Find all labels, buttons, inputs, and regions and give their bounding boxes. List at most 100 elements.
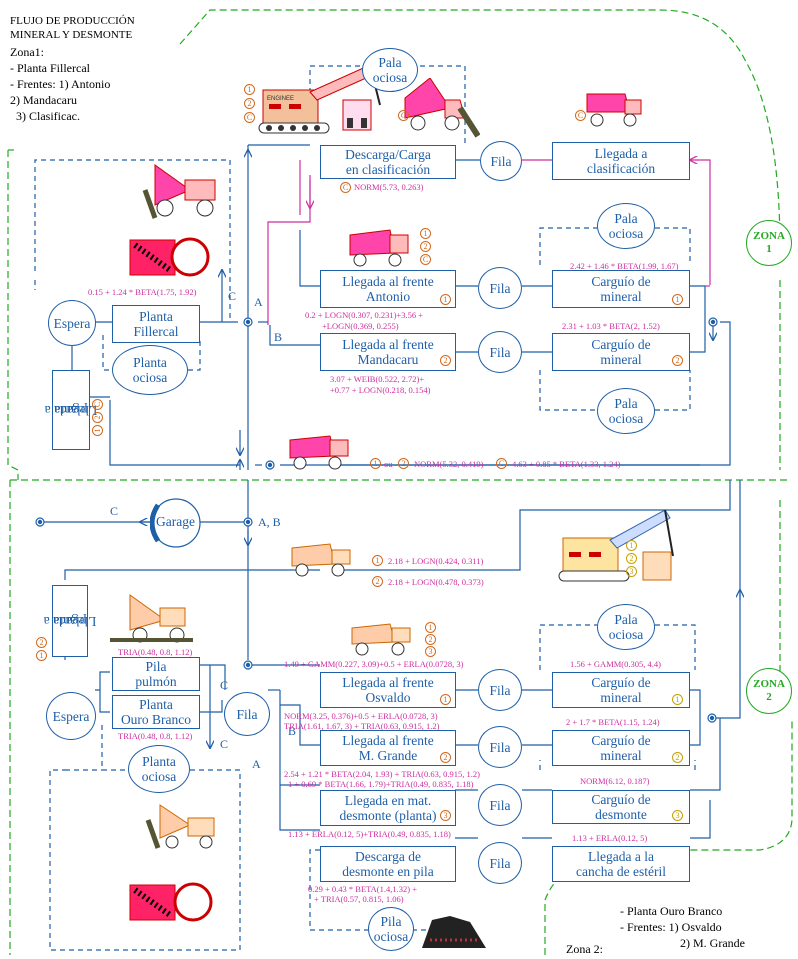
llegada-planta-z2-badge-1: 1 (36, 650, 47, 661)
pala-r2-line1: Pala (614, 396, 638, 411)
descarga-clasificacion-box[interactable]: Descarga/Carga en clasificación (320, 145, 456, 179)
llegada-antonio-box[interactable]: Llegada al frente Antonio (320, 270, 456, 308)
planta-ouro-branco-box[interactable]: Planta Ouro Branco (112, 695, 200, 729)
llegada-desmonte-line1: Llegada en mat. (344, 793, 432, 808)
fila-osvaldo[interactable]: Fila (478, 669, 522, 711)
truck-icon (585, 92, 645, 132)
pila-pulmon-line2: pulmón (135, 674, 177, 689)
pala-ociosa-z2[interactable]: Pala ociosa (597, 604, 655, 650)
llegada-mgrande-box[interactable]: Llegada al frente M. Grande (320, 730, 456, 766)
pila-pulmon-box[interactable]: Pila pulmón (112, 657, 200, 691)
formula-beta-mg: 2 + 1.7 * BETA(1.15, 1.24) (566, 717, 660, 727)
fila-antonio-label: Fila (489, 280, 511, 296)
llegada-clasificacion-box[interactable]: Llegada a clasificación (552, 142, 690, 180)
formula-erla-cancha: 1.13 + ERLA(0.12, 5) (572, 833, 648, 843)
descarga-clasif-line2: en clasificación (345, 162, 431, 177)
formula-tria-a: TRIA(0.48, 0.8, 1.12) (118, 647, 193, 657)
fila-cancha[interactable]: Fila (478, 842, 522, 884)
excavator-z2-icon (555, 508, 685, 588)
formula-erla-desm: 1.13 + ERLA(0.12, 5)+TRIA(0.49, 0.835, 1… (288, 829, 451, 839)
pala-top-line2: ociosa (372, 70, 408, 85)
planta-ociosa-z2-line2: ociosa (141, 769, 177, 784)
fila-desmonte-label: Fila (489, 797, 511, 813)
carguio-osvaldo-box[interactable]: Carguío de mineral (552, 672, 690, 708)
carguio-o-badge: 1 (672, 694, 683, 705)
fila-desmonte[interactable]: Fila (478, 784, 522, 826)
planta-ociosa-z2[interactable]: Planta ociosa (128, 745, 190, 793)
return-badge-1: 1 (370, 458, 381, 469)
zone1-badge-line1: ZONA (753, 230, 785, 242)
carguio-desmonte-box[interactable]: Carguío de desmonte (552, 790, 690, 824)
formula-norm-desm: NORM(6.12, 0.187) (580, 776, 650, 786)
pala-r2-line2: ociosa (608, 411, 644, 426)
descarga-pila-box[interactable]: Descarga de desmonte en pila (320, 846, 456, 882)
truck-mid-badge-1: 1 (420, 228, 431, 239)
espera-z1[interactable]: Espera (48, 300, 96, 346)
crusher-z2-icon (125, 880, 220, 925)
tipping-truck-icon (135, 160, 230, 220)
excavator-badge-c: C (244, 112, 255, 123)
llegada-mandacaru-box[interactable]: Llegada al frente Mandacaru (320, 333, 456, 371)
carguio1-line1: Carguío de (591, 274, 651, 289)
descarga-pila-line2: desmonte en pila (342, 864, 434, 879)
svg-text:ENGINEE: ENGINEE (267, 96, 294, 102)
fila-mgrande[interactable]: Fila (478, 726, 522, 768)
title-line1: FLUJO DE PRODUCCIÓN (10, 15, 135, 27)
llegada-mgrande-line1: Llegada al frente (342, 733, 434, 748)
planta-fillercal-box[interactable]: Planta Fillercal (112, 305, 200, 343)
formula-logn-antonio2: +LOGN(0.369, 0.255) (322, 321, 399, 331)
truck-z2-mid-badge-2: 2 (425, 634, 436, 645)
carguio-d-badge: 3 (672, 810, 683, 821)
dump-z2-icon (105, 590, 195, 645)
zone2-badge: ZONA 2 (746, 668, 792, 714)
pala-z2-line2: ociosa (608, 627, 644, 642)
espera-z2[interactable]: Espera (46, 692, 96, 740)
llegada-cancha-box[interactable]: Llegada a la cancha de estéril (552, 846, 690, 882)
return-badge-2: 2 (398, 458, 409, 469)
carguio-mineral-2-box[interactable]: Carguío de mineral (552, 333, 690, 371)
excavator-badge-1: 1 (244, 84, 255, 95)
truck-z2-icon (290, 540, 360, 580)
excavator-z2-badge-1: 1 (626, 540, 637, 551)
zone1-badge: ZONA 1 (746, 220, 792, 266)
excavator-z2-badge-3: 3 (626, 566, 637, 577)
llegada-osvaldo-box[interactable]: Llegada al frente Osvaldo (320, 672, 456, 708)
fila-mandacaru-label: Fila (489, 344, 511, 360)
fila-clasificacion[interactable]: Fila (480, 141, 522, 181)
fila-main-z2[interactable]: Fila (224, 692, 270, 736)
pala-ociosa-r1[interactable]: Pala ociosa (597, 203, 655, 249)
rock-pile-icon (420, 910, 490, 950)
carguio-mgrande-box[interactable]: Carguío de mineral (552, 730, 690, 766)
pala-r1-line2: ociosa (608, 226, 644, 241)
descarga-pila-line1: Descarga de (354, 849, 422, 864)
llegada-osvaldo-line2: Osvaldo (365, 690, 411, 705)
fila-osvaldo-label: Fila (489, 682, 511, 698)
formula-weib2: +0.77 + LOGN(0.218, 0.154) (330, 385, 431, 395)
formula-norm-osv1: NORM(3.25, 0.376)+0.5 + ERLA(0.0728, 3) (284, 711, 438, 721)
llegada-desmonte-box[interactable]: Llegada en mat. desmonte (planta) (320, 790, 456, 826)
pala-ociosa-r2[interactable]: Pala ociosa (597, 388, 655, 434)
pila-pulmon-line1: Pila (145, 659, 167, 674)
planta-ob-line1: Planta (139, 697, 173, 712)
fila-cancha-label: Fila (489, 855, 511, 871)
pala-ociosa-top[interactable]: Pala ociosa (362, 48, 418, 92)
fila-mandacaru[interactable]: Fila (478, 331, 522, 373)
planta-ociosa-z1[interactable]: Planta ociosa (112, 345, 188, 395)
garage-shape[interactable]: Garage (149, 497, 202, 549)
fila-antonio[interactable]: Fila (478, 267, 522, 309)
llegada-mandacaru-line1: Llegada al frente (342, 337, 434, 352)
carguio2-line2: mineral (600, 352, 642, 367)
llegada-cancha-line1: Llegada a la (588, 849, 654, 864)
formula-weib1: 3.07 + WEIB(0.522, 2.72)+ (330, 374, 425, 384)
carguio-d-line1: Carguío de (591, 792, 651, 807)
route-a-z2: A (252, 757, 261, 771)
formula-beta-pila2: + TRIA(0.57, 0.815, 1.06) (314, 894, 404, 904)
carguio-m-line1: Carguío de (591, 733, 651, 748)
carguio-o-line2: mineral (600, 690, 642, 705)
carguio-mineral-1-box[interactable]: Carguío de mineral (552, 270, 690, 308)
pila-ociosa[interactable]: Pila ociosa (368, 907, 414, 951)
